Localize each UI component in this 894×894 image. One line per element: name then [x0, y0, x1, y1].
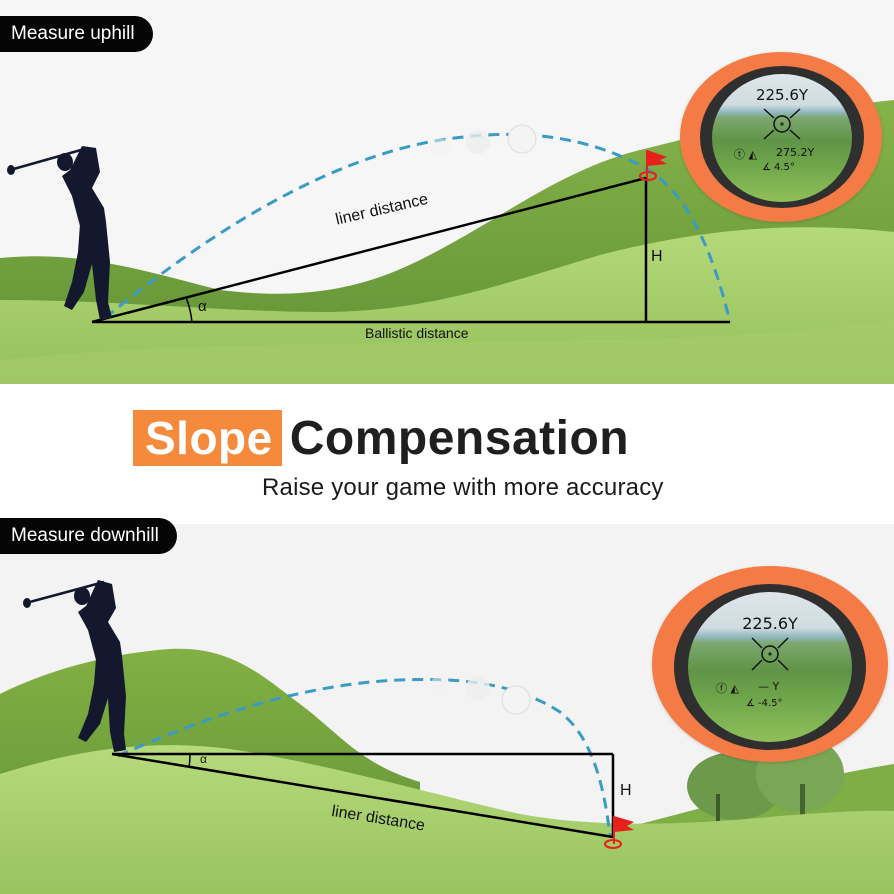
flag-icon	[604, 816, 634, 849]
uphill-panel: 225.6Y ⓣ ◭ 275.2Y ∡ 4.5°	[0, 0, 894, 384]
angle-readout: -4.5°	[758, 698, 783, 709]
rangefinder-view: 225.6Y ⓣ ◭ 275.2Y ∡ 4.5°	[680, 52, 882, 222]
measure-uphill-badge: Measure uphill	[0, 16, 153, 52]
hill-front	[0, 745, 894, 894]
ballistic-distance-label: Ballistic distance	[365, 325, 469, 341]
height-label: H	[651, 248, 663, 265]
golf-ball-icon	[466, 130, 490, 154]
measure-downhill-badge: Measure downhill	[0, 518, 177, 554]
ball-trajectory	[117, 677, 612, 837]
crosshair-icon	[751, 637, 789, 671]
golfer-silhouette	[23, 580, 126, 752]
slope-distance-readout: — Y	[758, 680, 780, 693]
angle-icon: ∡	[746, 698, 755, 709]
liner-line	[111, 752, 614, 839]
golf-ball-icon	[507, 124, 537, 154]
headline-highlight: Slope	[133, 410, 282, 466]
angle-arc	[188, 753, 191, 768]
golf-ball-icon	[430, 138, 450, 158]
downhill-scene	[0, 580, 894, 894]
downhill-panel: 225.6Y ⓕ ◭ — Y ∡ -4.5°	[0, 524, 894, 894]
headline-title: Compensation	[289, 411, 630, 465]
rangefinder-view: 225.6Y ⓕ ◭ — Y ∡ -4.5°	[652, 566, 888, 762]
liner-line	[91, 176, 647, 324]
scope-lens: 225.6Y ⓣ ◭ 275.2Y ∡ 4.5°	[712, 74, 852, 202]
angle-label: α	[200, 752, 207, 766]
slope-mode-icon: ⓕ ◭	[716, 682, 739, 695]
scope-lens: 225.6Y ⓕ ◭ — Y ∡ -4.5°	[688, 592, 852, 742]
flag-icon	[639, 150, 667, 181]
angle-icon: ∡	[762, 162, 771, 173]
slope-mode-icon: ⓣ ◭	[734, 148, 757, 161]
golfer-silhouette	[7, 146, 112, 320]
slope-distance-readout: 275.2Y	[776, 146, 815, 159]
angle-arc	[185, 296, 193, 323]
golf-ball-icon	[430, 676, 450, 696]
distance-readout: 225.6Y	[742, 614, 798, 633]
tagline: Raise your game with more accuracy	[262, 474, 664, 501]
golf-ball-icon	[501, 685, 531, 715]
headline: Slope Compensation	[133, 410, 629, 466]
crosshair-icon	[763, 108, 801, 140]
ball-trajectory	[104, 132, 732, 323]
height-label: H	[620, 782, 632, 799]
angle-label: α	[198, 298, 207, 315]
angle-readout: 4.5°	[774, 162, 795, 173]
uphill-scene	[0, 100, 894, 384]
distance-readout: 225.6Y	[755, 86, 809, 104]
golf-ball-icon	[466, 676, 490, 700]
